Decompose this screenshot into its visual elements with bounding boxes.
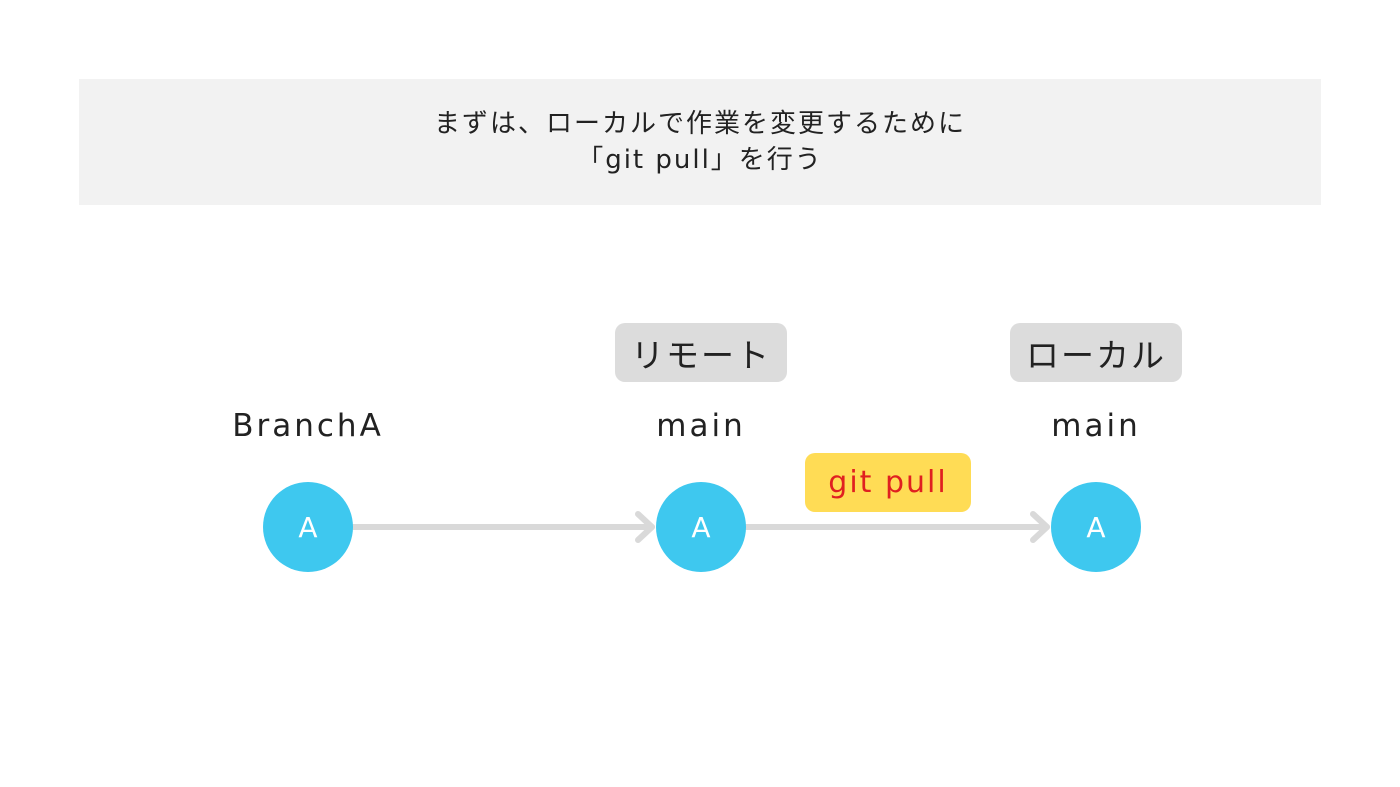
git-pull-badge: git pull xyxy=(805,453,971,512)
local-tag: ローカル xyxy=(1010,323,1182,382)
commit-node-local-main: A xyxy=(1051,482,1141,572)
arrow-remote-to-local xyxy=(743,511,1050,543)
branch-label-remote-main: main xyxy=(656,408,746,444)
caption-banner: まずは、ローカルで作業を変更するために 「git pull」を行う xyxy=(79,79,1321,205)
branch-label-local-main: main xyxy=(1051,408,1141,444)
commit-node-label: A xyxy=(298,510,318,544)
commit-node-branchA: A xyxy=(263,482,353,572)
commit-node-label: A xyxy=(691,510,711,544)
branch-label-branchA: BranchA xyxy=(232,408,384,444)
arrow-branchA-to-remote xyxy=(350,511,655,543)
caption-line-2: 「git pull」を行う xyxy=(577,145,823,175)
remote-tag: リモート xyxy=(615,323,787,382)
commit-node-remote-main: A xyxy=(656,482,746,572)
caption-line-1: まずは、ローカルで作業を変更するために xyxy=(433,109,966,139)
commit-node-label: A xyxy=(1086,510,1106,544)
